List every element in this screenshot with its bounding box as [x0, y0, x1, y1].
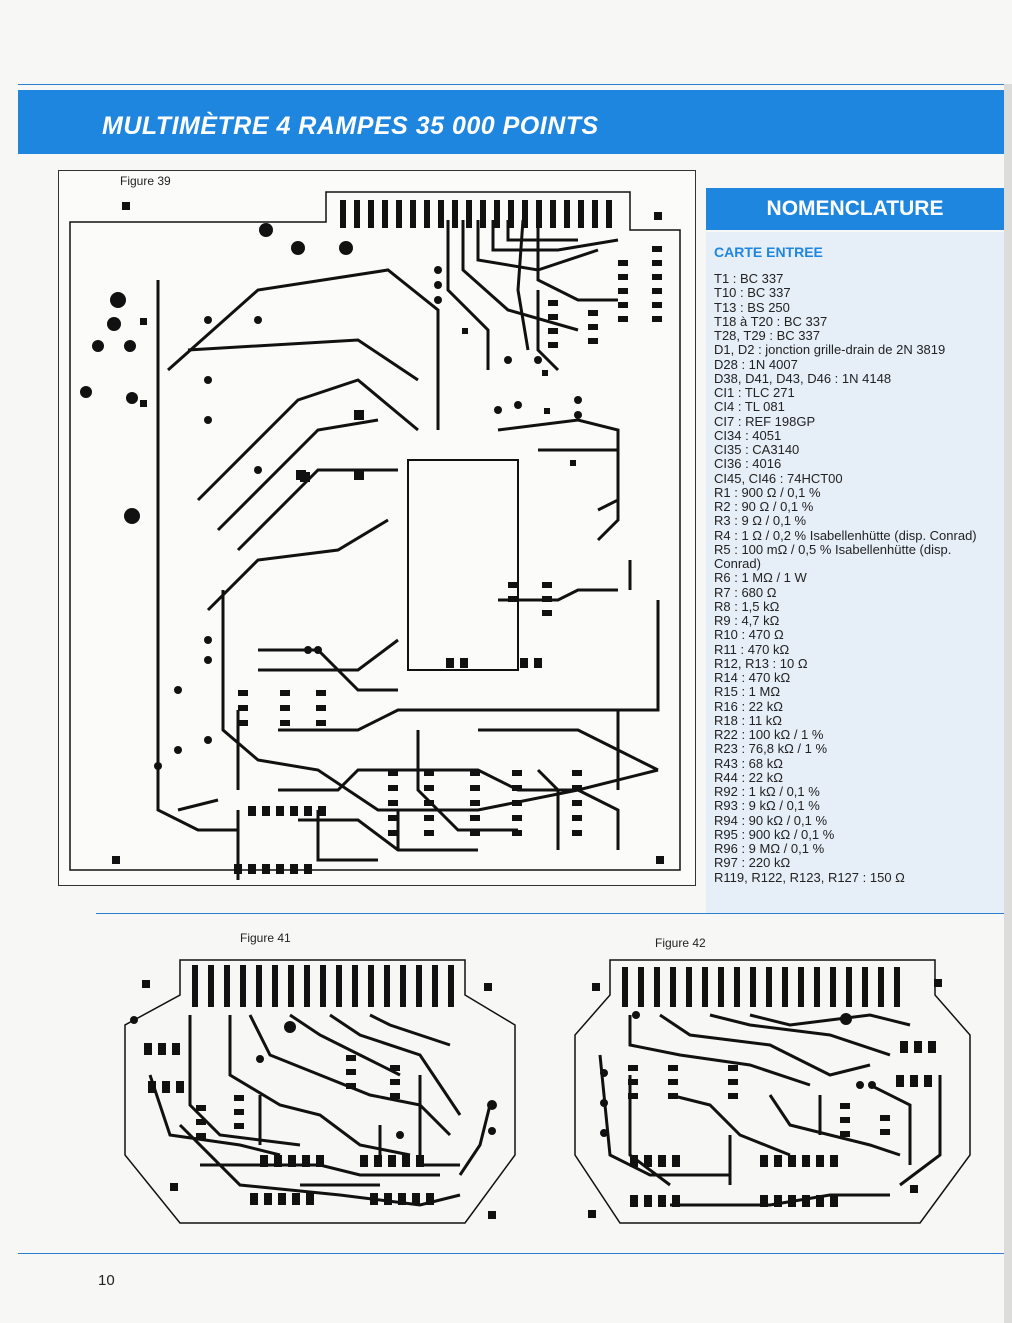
- list-item: R2 : 90 Ω / 0,1 %: [714, 499, 814, 514]
- list-item: CI4 : TL 081: [714, 399, 785, 415]
- list-item: R97 : 220 kΩ: [714, 855, 791, 871]
- list-item: R18 : 11 kΩ: [714, 712, 783, 728]
- list-item: CI36 : 4016: [714, 456, 782, 472]
- list-item: R95 : 900 kΩ / 0,1 %: [714, 826, 835, 842]
- figure-41-label: Figure 41: [240, 931, 291, 945]
- list-item: CI34 : 4051: [714, 427, 782, 443]
- figure-41-pcb: [124, 959, 516, 1224]
- list-item: R96 : 9 MΩ / 0,1 %: [714, 841, 825, 856]
- list-item: R92 : 1 kΩ / 0,1 %: [714, 784, 820, 799]
- list-item: R23 : 76,8 kΩ / 1 %: [714, 741, 828, 757]
- list-item: T18 à T20 : BC 337: [714, 313, 828, 329]
- top-rule: [18, 84, 1004, 85]
- list-item: R7 : 680 Ω: [714, 584, 777, 600]
- list-item: D1, D2 : jonction grille-drain de 2N 381…: [714, 342, 946, 358]
- list-item: R22 : 100 kΩ / 1 %: [714, 727, 824, 742]
- list-item: R119, R122, R123, R127 : 150 Ω: [714, 869, 905, 885]
- list-item: R16 : 22 kΩ: [714, 698, 783, 714]
- list-item: CI1 : TLC 271: [714, 385, 795, 400]
- list-item: T28, T29 : BC 337: [714, 328, 820, 343]
- list-item: D38, D41, D43, D46 : 1N 4148: [714, 370, 892, 386]
- section-divider: [96, 913, 1004, 914]
- list-item: R14 : 470 kΩ: [714, 670, 791, 685]
- list-item: R8 : 1,5 kΩ: [714, 598, 780, 614]
- list-item: CI35 : CA3140: [714, 442, 800, 457]
- bottom-rule: [18, 1253, 1004, 1254]
- title-banner: MULTIMÈTRE 4 RAMPES 35 000 POINTS: [18, 90, 1004, 154]
- list-item: T13 : BS 250: [714, 299, 790, 315]
- figure-39-label: Figure 39: [120, 174, 171, 188]
- list-item: R93 : 9 kΩ / 0,1 %: [714, 798, 820, 814]
- nomenclature-heading: NOMENCLATURE: [706, 188, 1004, 230]
- component-list: T1 : BC 337 T10 : BC 337 T13 : BS 250 T1…: [714, 271, 994, 885]
- nomenclature-panel: [706, 232, 1004, 914]
- list-item: R3 : 9 Ω / 0,1 %: [714, 513, 807, 529]
- page-number: 10: [98, 1272, 115, 1289]
- list-item: R15 : 1 MΩ: [714, 684, 781, 700]
- list-item: R10 : 470 Ω: [714, 627, 784, 643]
- list-item: R1 : 900 Ω / 0,1 %: [714, 484, 821, 500]
- page-title: MULTIMÈTRE 4 RAMPES 35 000 POINTS: [102, 112, 599, 140]
- list-item: R11 : 470 kΩ: [714, 641, 790, 657]
- list-item: CI45, CI46 : 74HCT00: [714, 470, 843, 486]
- list-item: D28 : 1N 4007: [714, 356, 798, 372]
- list-item: R12, R13 : 10 Ω: [714, 655, 808, 671]
- figure-39-pcb: [69, 191, 681, 880]
- list-item: R43 : 68 kΩ: [714, 755, 783, 771]
- page-edge: [1004, 84, 1012, 1323]
- figure-42-label: Figure 42: [655, 936, 706, 950]
- list-item: R5 : 100 mΩ / 0,5 % Isabellenhütte (disp…: [714, 541, 952, 571]
- list-item: T10 : BC 337: [714, 285, 791, 301]
- list-item: R9 : 4,7 kΩ: [714, 613, 780, 628]
- list-item: R6 : 1 MΩ / 1 W: [714, 570, 807, 586]
- list-item: R44 : 22 kΩ: [714, 769, 783, 785]
- list-item: R4 : 1 Ω / 0,2 % Isabellenhütte (disp. C…: [714, 527, 977, 543]
- list-item: CI7 : REF 198GP: [714, 413, 816, 429]
- list-item: R94 : 90 kΩ / 0,1 %: [714, 812, 828, 828]
- list-item: T1 : BC 337: [714, 271, 784, 286]
- section-title: CARTE ENTREE: [714, 244, 823, 260]
- figure-42-pcb: [574, 959, 971, 1224]
